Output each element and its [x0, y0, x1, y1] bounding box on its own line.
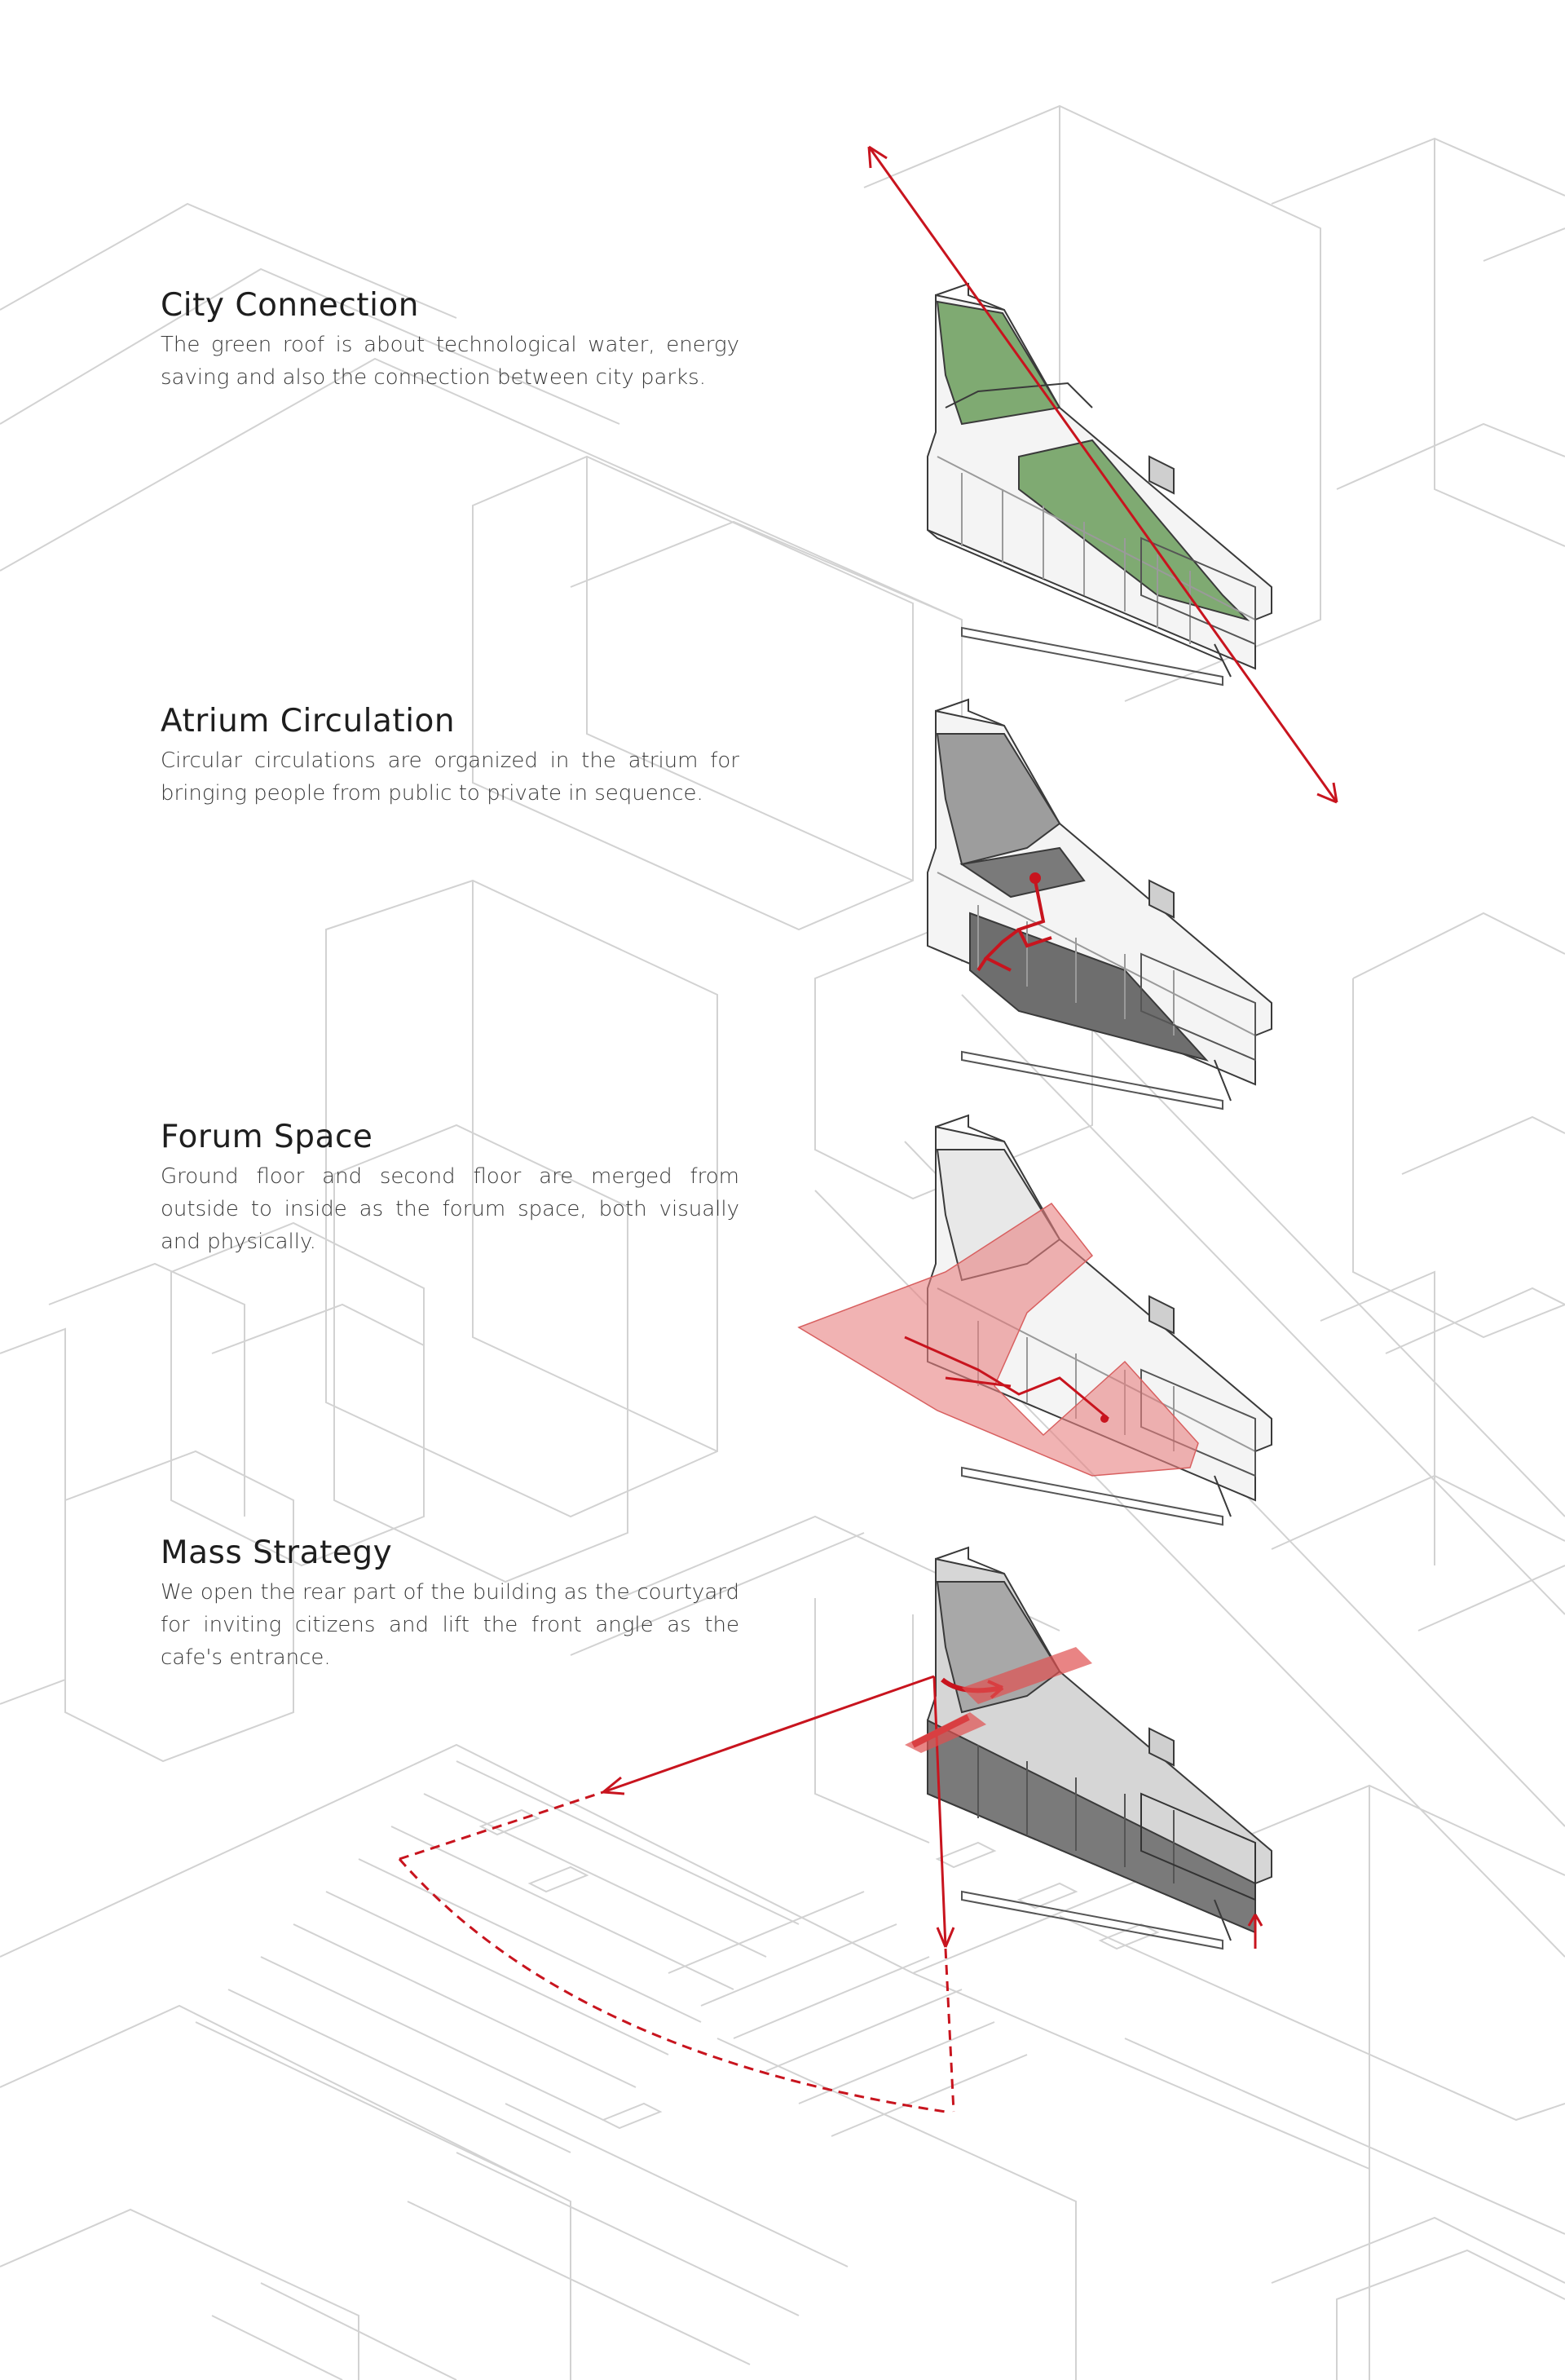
caption-title: Mass Strategy [161, 1534, 393, 1571]
caption-text: Ground floor and second floor are merged… [161, 1164, 739, 1254]
caption-city-connection: City Connection The green roof is about … [161, 287, 739, 394]
building-atrium-circulation [927, 698, 1272, 1111]
building-mass-strategy [927, 1546, 1272, 1950]
caption-atrium-circulation: Atrium Circulation Circular circulations… [161, 703, 739, 810]
caption-mass-strategy: Mass Strategy We open the rear part of t… [161, 1534, 739, 1674]
caption-text: The green roof is about technological wa… [161, 333, 739, 390]
caption-text: We open the rear part of the building as… [161, 1580, 739, 1670]
caption-title: Forum Space [161, 1119, 373, 1155]
city-context [0, 104, 1565, 2380]
forum-space-plane [797, 1202, 1199, 1477]
caption-forum-space: Forum Space Ground floor and second floo… [161, 1119, 739, 1258]
caption-title: Atrium Circulation [161, 703, 456, 740]
building-city-connection [927, 282, 1272, 687]
caption-title: City Connection [161, 287, 420, 324]
atrium-stair-path [976, 872, 1052, 972]
caption-text: Circular circulations are organized in t… [161, 748, 739, 806]
mass-strategy-red-wedges [905, 1647, 1092, 1753]
